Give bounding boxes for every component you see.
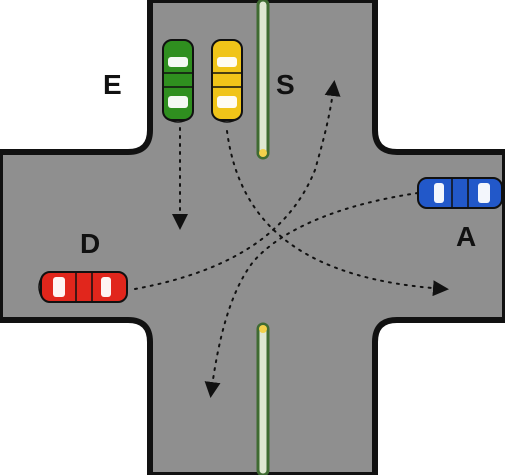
- car-label-d: D: [80, 228, 100, 259]
- car-e: [162, 39, 194, 123]
- red-car-path: [134, 80, 341, 290]
- car-label-e: E: [103, 69, 122, 100]
- bottom-median: [256, 322, 270, 475]
- car-d: [38, 271, 128, 303]
- car-a: [417, 177, 505, 209]
- median-layer: [256, 0, 270, 475]
- path-layer: [134, 80, 449, 398]
- top-median-marker: [259, 149, 267, 157]
- car-label-s: S: [276, 69, 295, 100]
- car-label-a: A: [456, 221, 476, 252]
- car-s: [211, 39, 243, 123]
- top-median: [256, 0, 270, 160]
- bottom-median-marker: [259, 325, 267, 333]
- blue-car-path: [204, 192, 419, 398]
